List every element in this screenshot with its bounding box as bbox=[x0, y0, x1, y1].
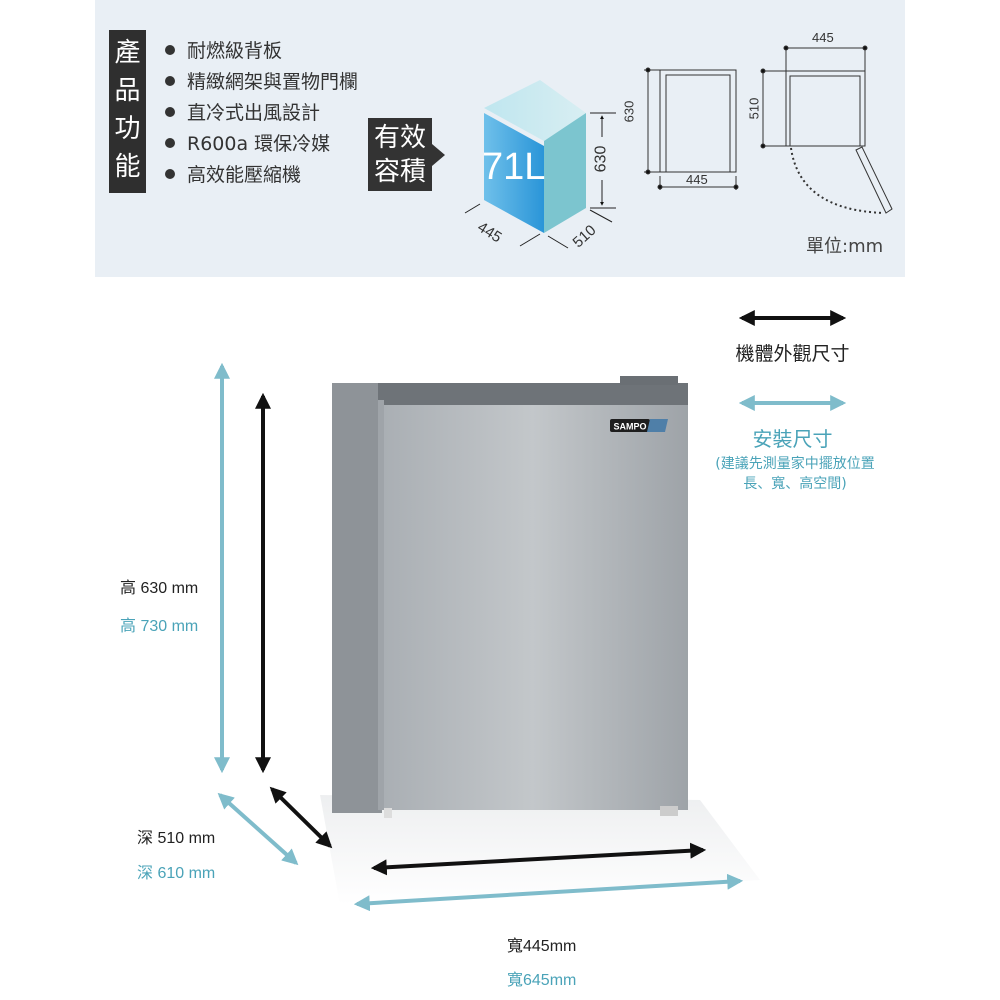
unit-label: 單位:mm bbox=[806, 236, 884, 257]
body-width-label: 寬445mm bbox=[507, 938, 577, 955]
fridge-top-strip bbox=[378, 383, 688, 405]
volume-label-line: 有效 bbox=[373, 123, 426, 153]
fridge-foot bbox=[384, 808, 392, 818]
feature-item: 耐燃級背板 bbox=[165, 36, 282, 63]
body-depth-label: 深 510 mm bbox=[137, 830, 216, 847]
install-size-legend: 安裝尺寸 bbox=[752, 427, 833, 451]
cube-front bbox=[484, 113, 544, 233]
product-features-label: 產 品 功 能 bbox=[109, 30, 146, 193]
front-width-label: 445 bbox=[686, 172, 708, 187]
install-height-label: 高 730 mm bbox=[120, 618, 199, 635]
fridge-foot bbox=[660, 806, 678, 816]
install-width-arrow bbox=[353, 873, 744, 912]
label-char: 功 bbox=[114, 114, 141, 144]
install-depth-label: 深 610 mm bbox=[137, 865, 216, 882]
top-depth-label: 510 bbox=[746, 97, 762, 120]
feature-item: R600a 環保冷媒 bbox=[165, 129, 330, 156]
fridge-side bbox=[332, 383, 382, 813]
install-note-line: 長、寬、高空間) bbox=[743, 476, 847, 492]
feature-item: 高效能壓縮機 bbox=[165, 160, 301, 187]
volume-cube bbox=[464, 80, 616, 249]
brand-badge bbox=[610, 419, 650, 432]
door-edge bbox=[378, 400, 384, 810]
label-char: 產 bbox=[114, 38, 141, 68]
body-width-arrow bbox=[370, 842, 707, 876]
brand-badge-tag bbox=[647, 419, 668, 432]
fridge-door bbox=[378, 405, 688, 810]
body-height-label: 高 630 mm bbox=[120, 580, 199, 597]
install-note-line: (建議先測量家中擺放位置 bbox=[715, 456, 875, 472]
body-size-legend: 機體外觀尺寸 bbox=[735, 343, 850, 365]
fridge-top-control bbox=[620, 376, 678, 385]
volume-label-line: 容積 bbox=[373, 157, 426, 187]
top-width-label: 445 bbox=[812, 30, 834, 45]
dim-line bbox=[519, 233, 541, 247]
cube-height-label: 630 bbox=[592, 145, 610, 173]
front-view-drawing bbox=[644, 67, 739, 190]
cube-top bbox=[484, 80, 586, 141]
install-width-label: 寬645mm bbox=[507, 972, 577, 989]
volume-label: 有效 容積 bbox=[368, 118, 445, 191]
install-depth-arrow bbox=[217, 792, 299, 866]
dim-line bbox=[464, 203, 481, 214]
feature-item: 直冷式出風設計 bbox=[165, 98, 320, 125]
dim-line bbox=[547, 235, 569, 249]
body-depth-arrow bbox=[269, 786, 333, 849]
front-height-label: 630 bbox=[621, 100, 637, 123]
label-char: 品 bbox=[114, 76, 141, 106]
cube-side bbox=[544, 113, 586, 233]
label-char: 能 bbox=[114, 152, 141, 182]
feature-item: 精緻網架與置物門欄 bbox=[165, 67, 358, 94]
top-view-drawing bbox=[760, 45, 893, 214]
brand-logo: SAMPO bbox=[613, 422, 646, 432]
dim-line bbox=[589, 209, 613, 223]
volume-value: 71L bbox=[482, 146, 546, 188]
